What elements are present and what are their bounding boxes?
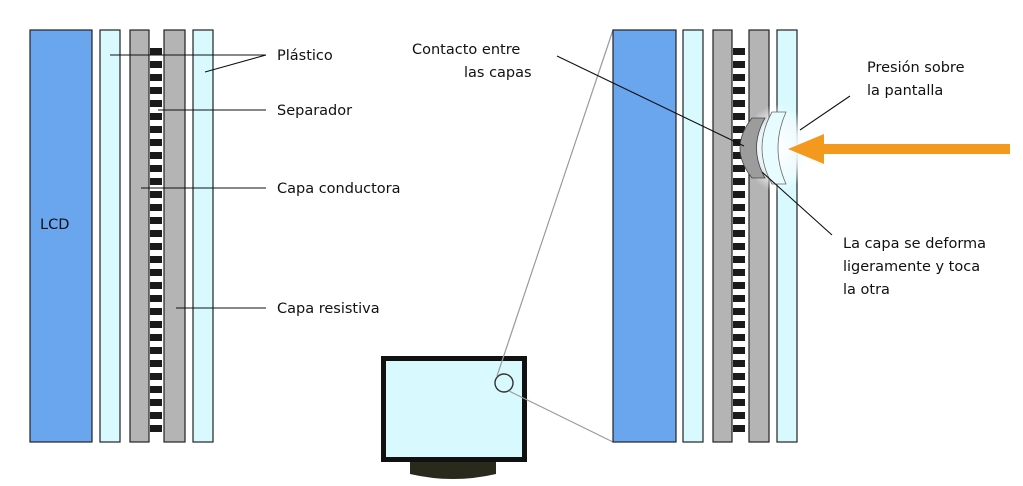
label-separador: Separador (277, 103, 352, 119)
resistive-layer-right (748, 29, 770, 443)
zoom-lines (496, 29, 614, 443)
lcd-panel-right (612, 29, 677, 443)
right-pointer-lines (556, 55, 851, 236)
plastic-layer-left-outer (192, 29, 214, 443)
deformed-plastic-layer (761, 111, 787, 185)
deformed-resistive-layer (739, 117, 766, 179)
monitor-icon (381, 356, 527, 479)
label-capa-resistiva: Capa resistiva (277, 301, 380, 317)
magnifier-circle-icon (494, 373, 514, 393)
separator-strip-left (150, 48, 162, 435)
monitor-stand (410, 462, 496, 479)
plastic-layer-right (682, 29, 704, 443)
label-deformacion: La capa se deforma ligeramente y toca la… (843, 236, 991, 298)
conductive-layer-right (712, 29, 733, 443)
separator-strip-right (733, 48, 745, 435)
resistive-layer-left (163, 29, 186, 443)
conductive-layer-left (129, 29, 150, 443)
plastic-layer-left (99, 29, 121, 443)
left-layer-stack: LCD (29, 29, 214, 443)
label-plastico: Plástico (277, 48, 333, 64)
label-capa-conductora: Capa conductora (277, 181, 401, 197)
right-layer-stack (612, 29, 812, 443)
left-pointer-lines (110, 54, 267, 309)
plastic-layer-right-outer (776, 29, 798, 443)
arrow-left-icon (788, 134, 1010, 164)
label-presion: Presión sobre la pantalla (867, 60, 969, 99)
lcd-label: LCD (40, 217, 69, 233)
lcd-panel (29, 29, 93, 443)
label-contacto: Contacto entre las capas (412, 42, 532, 81)
